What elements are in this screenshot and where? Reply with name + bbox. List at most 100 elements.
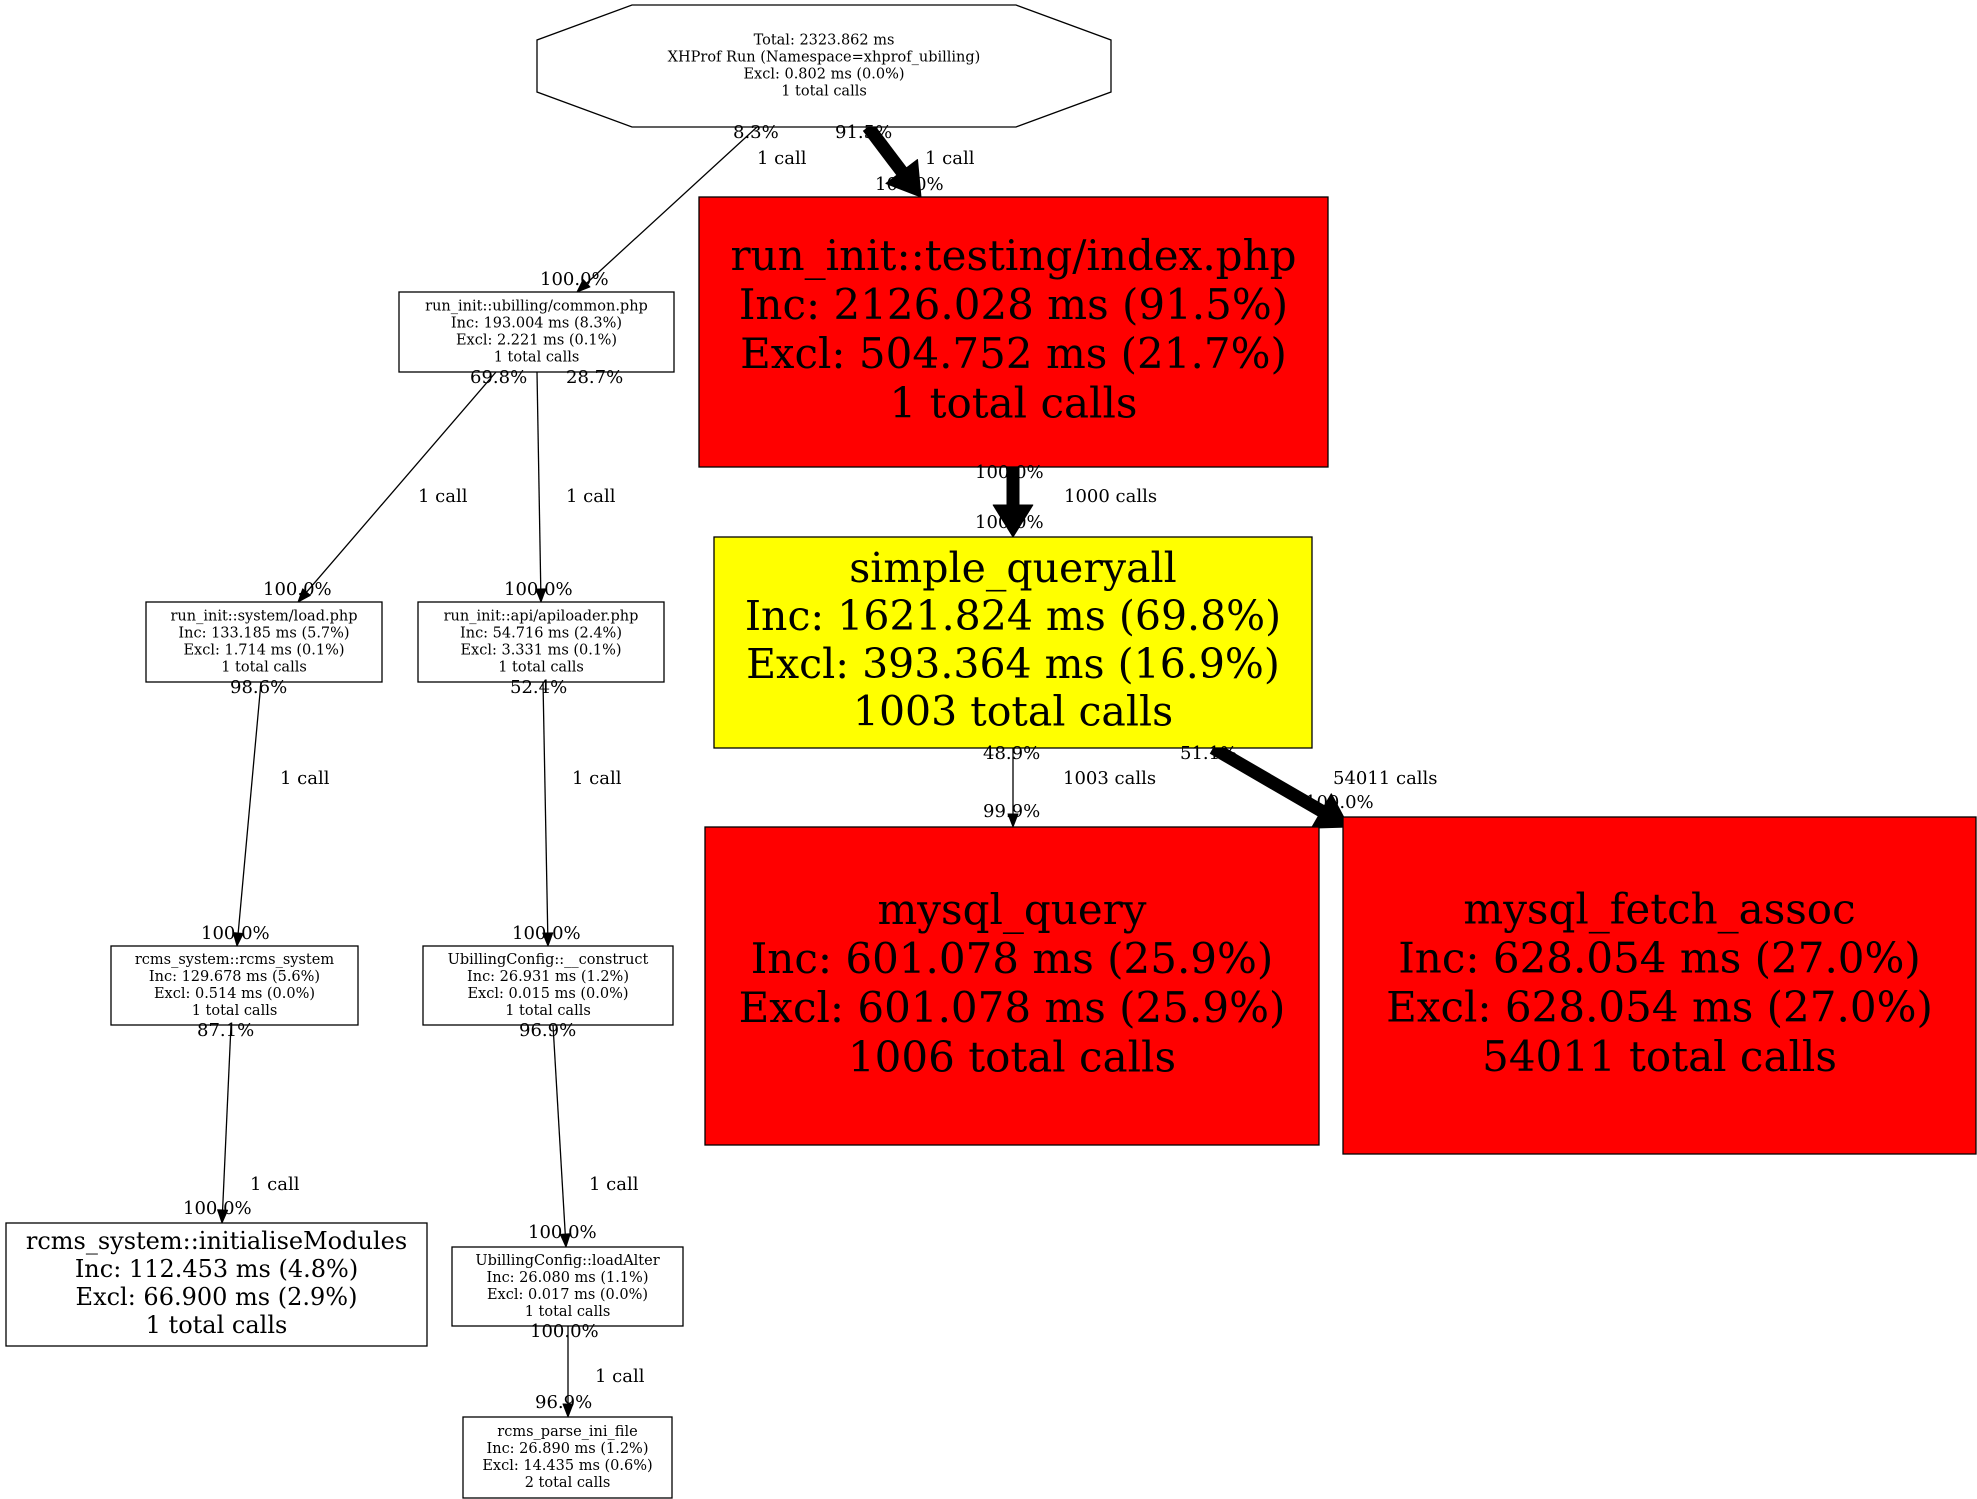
- edge-loadalter-to-parseini: [562, 1326, 574, 1418]
- node-stat: 1 total calls: [221, 659, 307, 675]
- node-stat: Excl: 66.900 ms (2.9%): [76, 1283, 358, 1311]
- edge-call-count: 1 call: [589, 1174, 639, 1195]
- edge-root-to-index: [862, 123, 922, 198]
- node-stat: Excl: 14.435 ms (0.6%): [482, 1458, 652, 1474]
- node-stat: Excl: 628.054 ms (27.0%): [1386, 983, 1933, 1032]
- edge-tail-percent: 48.9%: [983, 743, 1040, 764]
- edge-head-percent: 100.0%: [540, 269, 609, 290]
- node-stat: 1003 total calls: [853, 688, 1173, 736]
- edge-line: [862, 123, 907, 176]
- edge-call-count: 1 call: [925, 148, 975, 169]
- edge-tail-percent: 98.6%: [230, 677, 287, 698]
- node-title: simple_queryall: [849, 544, 1177, 592]
- edge-line: [221, 1024, 232, 1211]
- node-title: run_init::testing/index.php: [730, 231, 1296, 280]
- edge-common-to-load: [297, 371, 497, 603]
- edge-common-to-apiloader: [535, 371, 547, 603]
- node-stat: 1 total calls: [781, 83, 867, 99]
- edge-arrowhead: [562, 1403, 574, 1418]
- edge-line: [586, 126, 758, 284]
- edge-head-percent: 96.9%: [535, 1392, 592, 1413]
- node-title: UbillingConfig::__construct: [448, 952, 649, 968]
- edge-arrowhead: [297, 588, 311, 603]
- edge-tail-percent: 52.4%: [510, 677, 567, 698]
- edge-call-count: 1 call: [250, 1174, 300, 1195]
- edge-call-count: 1000 calls: [1064, 486, 1157, 507]
- node-shape: [398, 291, 675, 373]
- edge-line: [542, 681, 549, 934]
- edge-apiloader-to-construct: [542, 681, 554, 947]
- node-stat: Inc: 1621.824 ms (69.8%): [745, 592, 1281, 640]
- node-stat: Inc: 112.453 ms (4.8%): [75, 1255, 358, 1283]
- node-stat: Excl: 601.078 ms (25.9%): [739, 983, 1286, 1032]
- node-stat: Excl: 1.714 ms (0.1%): [183, 642, 344, 658]
- edges-layer: [217, 123, 1350, 1418]
- edge-line: [536, 371, 542, 590]
- edge-arrowhead: [992, 504, 1034, 538]
- edge-head-percent: 100.0%: [201, 923, 270, 944]
- node-stat: Excl: 393.364 ms (16.9%): [746, 640, 1280, 688]
- edge-tail-percent: 87.1%: [197, 1020, 254, 1041]
- edge-rcms-to-initmods: [217, 1024, 232, 1224]
- node-stat: 1 total calls: [525, 1304, 611, 1320]
- edge-tail-percent: 100.0%: [975, 462, 1044, 483]
- node-stat: Inc: 129.678 ms (5.6%): [149, 969, 320, 985]
- edge-arrowhead: [232, 932, 244, 947]
- node-stat: Excl: 0.514 ms (0.0%): [154, 986, 315, 1002]
- edge-call-count: 1 call: [757, 148, 807, 169]
- node-stat: Inc: 2126.028 ms (91.5%): [739, 280, 1288, 329]
- node-stat: 1 total calls: [890, 378, 1138, 427]
- edge-call-count: 1 call: [418, 486, 468, 507]
- edge-call-count: 1003 calls: [1063, 768, 1156, 789]
- node-stat: 1 total calls: [505, 1003, 591, 1019]
- node-stat: 1 total calls: [494, 349, 580, 365]
- node-stat: Inc: 26.890 ms (1.2%): [487, 1441, 649, 1457]
- edge-head-percent: 99.9%: [983, 801, 1040, 822]
- edge-call-count: 54011 calls: [1333, 768, 1438, 789]
- edge-arrowhead: [542, 932, 554, 947]
- node-title: rcms_parse_ini_file: [497, 1424, 637, 1440]
- node-stat: 1 total calls: [192, 1003, 278, 1019]
- node-stat: 1006 total calls: [848, 1032, 1176, 1081]
- edge-arrowhead: [576, 279, 591, 293]
- node-stat: XHProf Run (Namespace=xhprof_ubilling): [668, 50, 981, 66]
- edge-head-percent: 100.0%: [528, 1222, 597, 1243]
- edge-arrowhead: [885, 159, 922, 198]
- edge-arrowhead: [1007, 813, 1019, 828]
- edge-tail-percent: 8.3%: [733, 122, 779, 143]
- node-stat: Excl: 0.802 ms (0.0%): [743, 66, 904, 82]
- node-title: mysql_query: [877, 885, 1146, 934]
- edge-head-percent: 100.0%: [975, 512, 1044, 533]
- node-shape: [713, 536, 1313, 749]
- edge-root-to-common: [576, 126, 758, 293]
- edge-head-percent: 100.0%: [504, 579, 573, 600]
- edge-head-percent: 100.0%: [263, 579, 332, 600]
- node-stat: Inc: 133.185 ms (5.7%): [178, 626, 349, 642]
- node-shape: [1342, 816, 1977, 1155]
- edge-queryall-to-mysql_fetch: [1209, 742, 1350, 829]
- edge-construct-to-loadalter: [552, 1024, 571, 1248]
- node-shape: [145, 601, 383, 683]
- edge-call-count: 1 call: [566, 486, 616, 507]
- edge-call-count: 1 call: [280, 768, 330, 789]
- node-shape: [451, 1246, 684, 1327]
- node-title: run_init::api/apiloader.php: [444, 609, 639, 625]
- node-shape: [462, 1416, 673, 1499]
- edge-line: [237, 681, 262, 934]
- node-shape: [422, 945, 674, 1026]
